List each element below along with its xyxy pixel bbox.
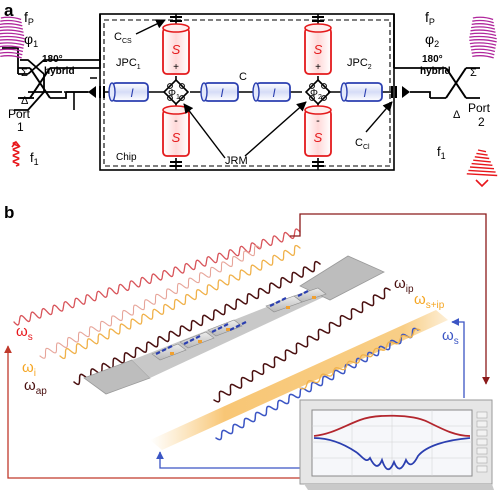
- omega-ip-label: ωip: [394, 275, 414, 295]
- svg-text:S: S: [314, 130, 323, 145]
- panel-a-label: a: [4, 1, 14, 20]
- svg-text:+: +: [315, 62, 321, 73]
- wave-omega-i: [59, 244, 301, 360]
- signal-squiggle-left-arrowhead: [11, 140, 21, 148]
- coupling-cap-top-left: [170, 16, 182, 22]
- omega-s-plus-ip-label: ωs+ip: [414, 291, 445, 311]
- svg-text:S: S: [314, 42, 323, 57]
- port1-label-line1: Port: [8, 107, 31, 121]
- panel-b-label: b: [4, 203, 14, 222]
- port2-label-line2: 2: [478, 115, 485, 129]
- inductor-1: I: [108, 82, 149, 102]
- wave-omega-s-plus-ip: [299, 328, 421, 390]
- phi2-label: Φ2: [310, 88, 322, 101]
- svg-text:-: -: [174, 115, 178, 127]
- port2-label-line1: Port: [468, 101, 491, 115]
- svg-text:I: I: [363, 86, 367, 100]
- svg-text:I: I: [272, 86, 276, 100]
- wave-omega-ap: [73, 260, 321, 386]
- inductor-2: I: [200, 82, 239, 102]
- wave-omega-s-right: [215, 327, 419, 441]
- mixing-waves: [13, 228, 421, 441]
- panel-a: a: [0, 1, 498, 188]
- omega-s-left-label: ωs: [16, 323, 33, 343]
- port-left-connector: [88, 86, 105, 98]
- c-cl-label: CCl: [355, 137, 370, 151]
- loop-red-left: [7, 352, 312, 479]
- svg-text:S: S: [172, 42, 181, 57]
- coupling-cap-bottom-left: [170, 161, 182, 167]
- jrm-ring-2: Φ2: [304, 78, 332, 106]
- loop-dark-red: [290, 213, 490, 385]
- right-hybrid-line2: hybrid: [420, 66, 451, 77]
- panel-b: b: [4, 203, 494, 490]
- omega-ap-label: ωap: [24, 377, 47, 397]
- right-fp-label: fP: [425, 9, 435, 27]
- left-fp-label: fP: [24, 9, 34, 27]
- right-hybrid-line1: 180°: [422, 54, 443, 65]
- coupling-cap-bottom-right: [312, 161, 324, 167]
- spectrum-analyzer: [299, 399, 494, 490]
- right-delta-label: Δ: [453, 109, 461, 121]
- port1-label-line2: 1: [17, 120, 24, 134]
- pump-beam: [150, 310, 448, 450]
- left-hybrid-line1: 180°: [42, 54, 63, 65]
- jpc2-label: JPC2: [347, 57, 372, 71]
- capacitor-bottom-right: - S: [304, 105, 332, 157]
- signal-squiggle-left: [12, 141, 20, 167]
- svg-text:S: S: [172, 130, 181, 145]
- signal-wave-left: [11, 140, 21, 167]
- left-f1-label: f1: [30, 150, 39, 167]
- pump-wave-right: [469, 16, 497, 59]
- left-sigma-label: Σ: [21, 67, 28, 79]
- chip-label: Chip: [116, 152, 137, 163]
- coupler-c-label: C: [239, 71, 247, 83]
- omega-i-label: ωi: [22, 359, 36, 379]
- left-delta-label: Δ: [21, 95, 29, 107]
- svg-text:-: -: [316, 115, 320, 127]
- inductor-4: I: [340, 82, 383, 102]
- c-cs-label: CCS: [114, 31, 132, 45]
- hybrid-left: [29, 67, 51, 99]
- svg-text:+: +: [173, 62, 179, 73]
- right-phi-label: φ2: [425, 31, 439, 49]
- wave-faint-1: [39, 245, 261, 359]
- signal-zigzag-right-arrowhead: [475, 179, 489, 188]
- analyzer-trace-blue: [313, 437, 471, 471]
- jpc1-label: JPC1: [116, 57, 141, 71]
- wave-omega-ip: [213, 287, 391, 403]
- wave-omega-s-left: [13, 228, 301, 326]
- omega-s-right-label: ωs: [442, 327, 459, 347]
- left-phi-label: φ1: [24, 31, 38, 49]
- jrm-label: JRM: [225, 155, 248, 167]
- right-sigma-label: Σ: [470, 67, 477, 79]
- capacitor-top-right: S +: [304, 23, 332, 75]
- pump-wave-left: [0, 16, 25, 59]
- jrm-ring-1: Φ1: [162, 78, 190, 106]
- phi1-label: Φ1: [168, 88, 180, 101]
- hybrid-right: [445, 67, 467, 99]
- signal-wave-right: [466, 149, 498, 188]
- signal-zigzag-right: [466, 149, 498, 177]
- left-hybrid-line2: hybrid: [44, 66, 75, 77]
- svg-text:I: I: [220, 86, 224, 100]
- device-chip: [83, 255, 385, 395]
- svg-text:I: I: [130, 86, 134, 100]
- analyzer-trace-red: [313, 414, 471, 437]
- capacitor-top-left: S +: [162, 23, 190, 75]
- coupling-cap-top-right: [312, 16, 324, 22]
- left-feed-lines: [2, 47, 101, 111]
- pump-coil-left: [0, 16, 25, 59]
- pump-coil-right: [469, 16, 497, 59]
- inductor-3: I: [252, 82, 291, 102]
- capacitor-bottom-left: - S: [162, 105, 190, 157]
- right-f1-label: f1: [437, 144, 446, 161]
